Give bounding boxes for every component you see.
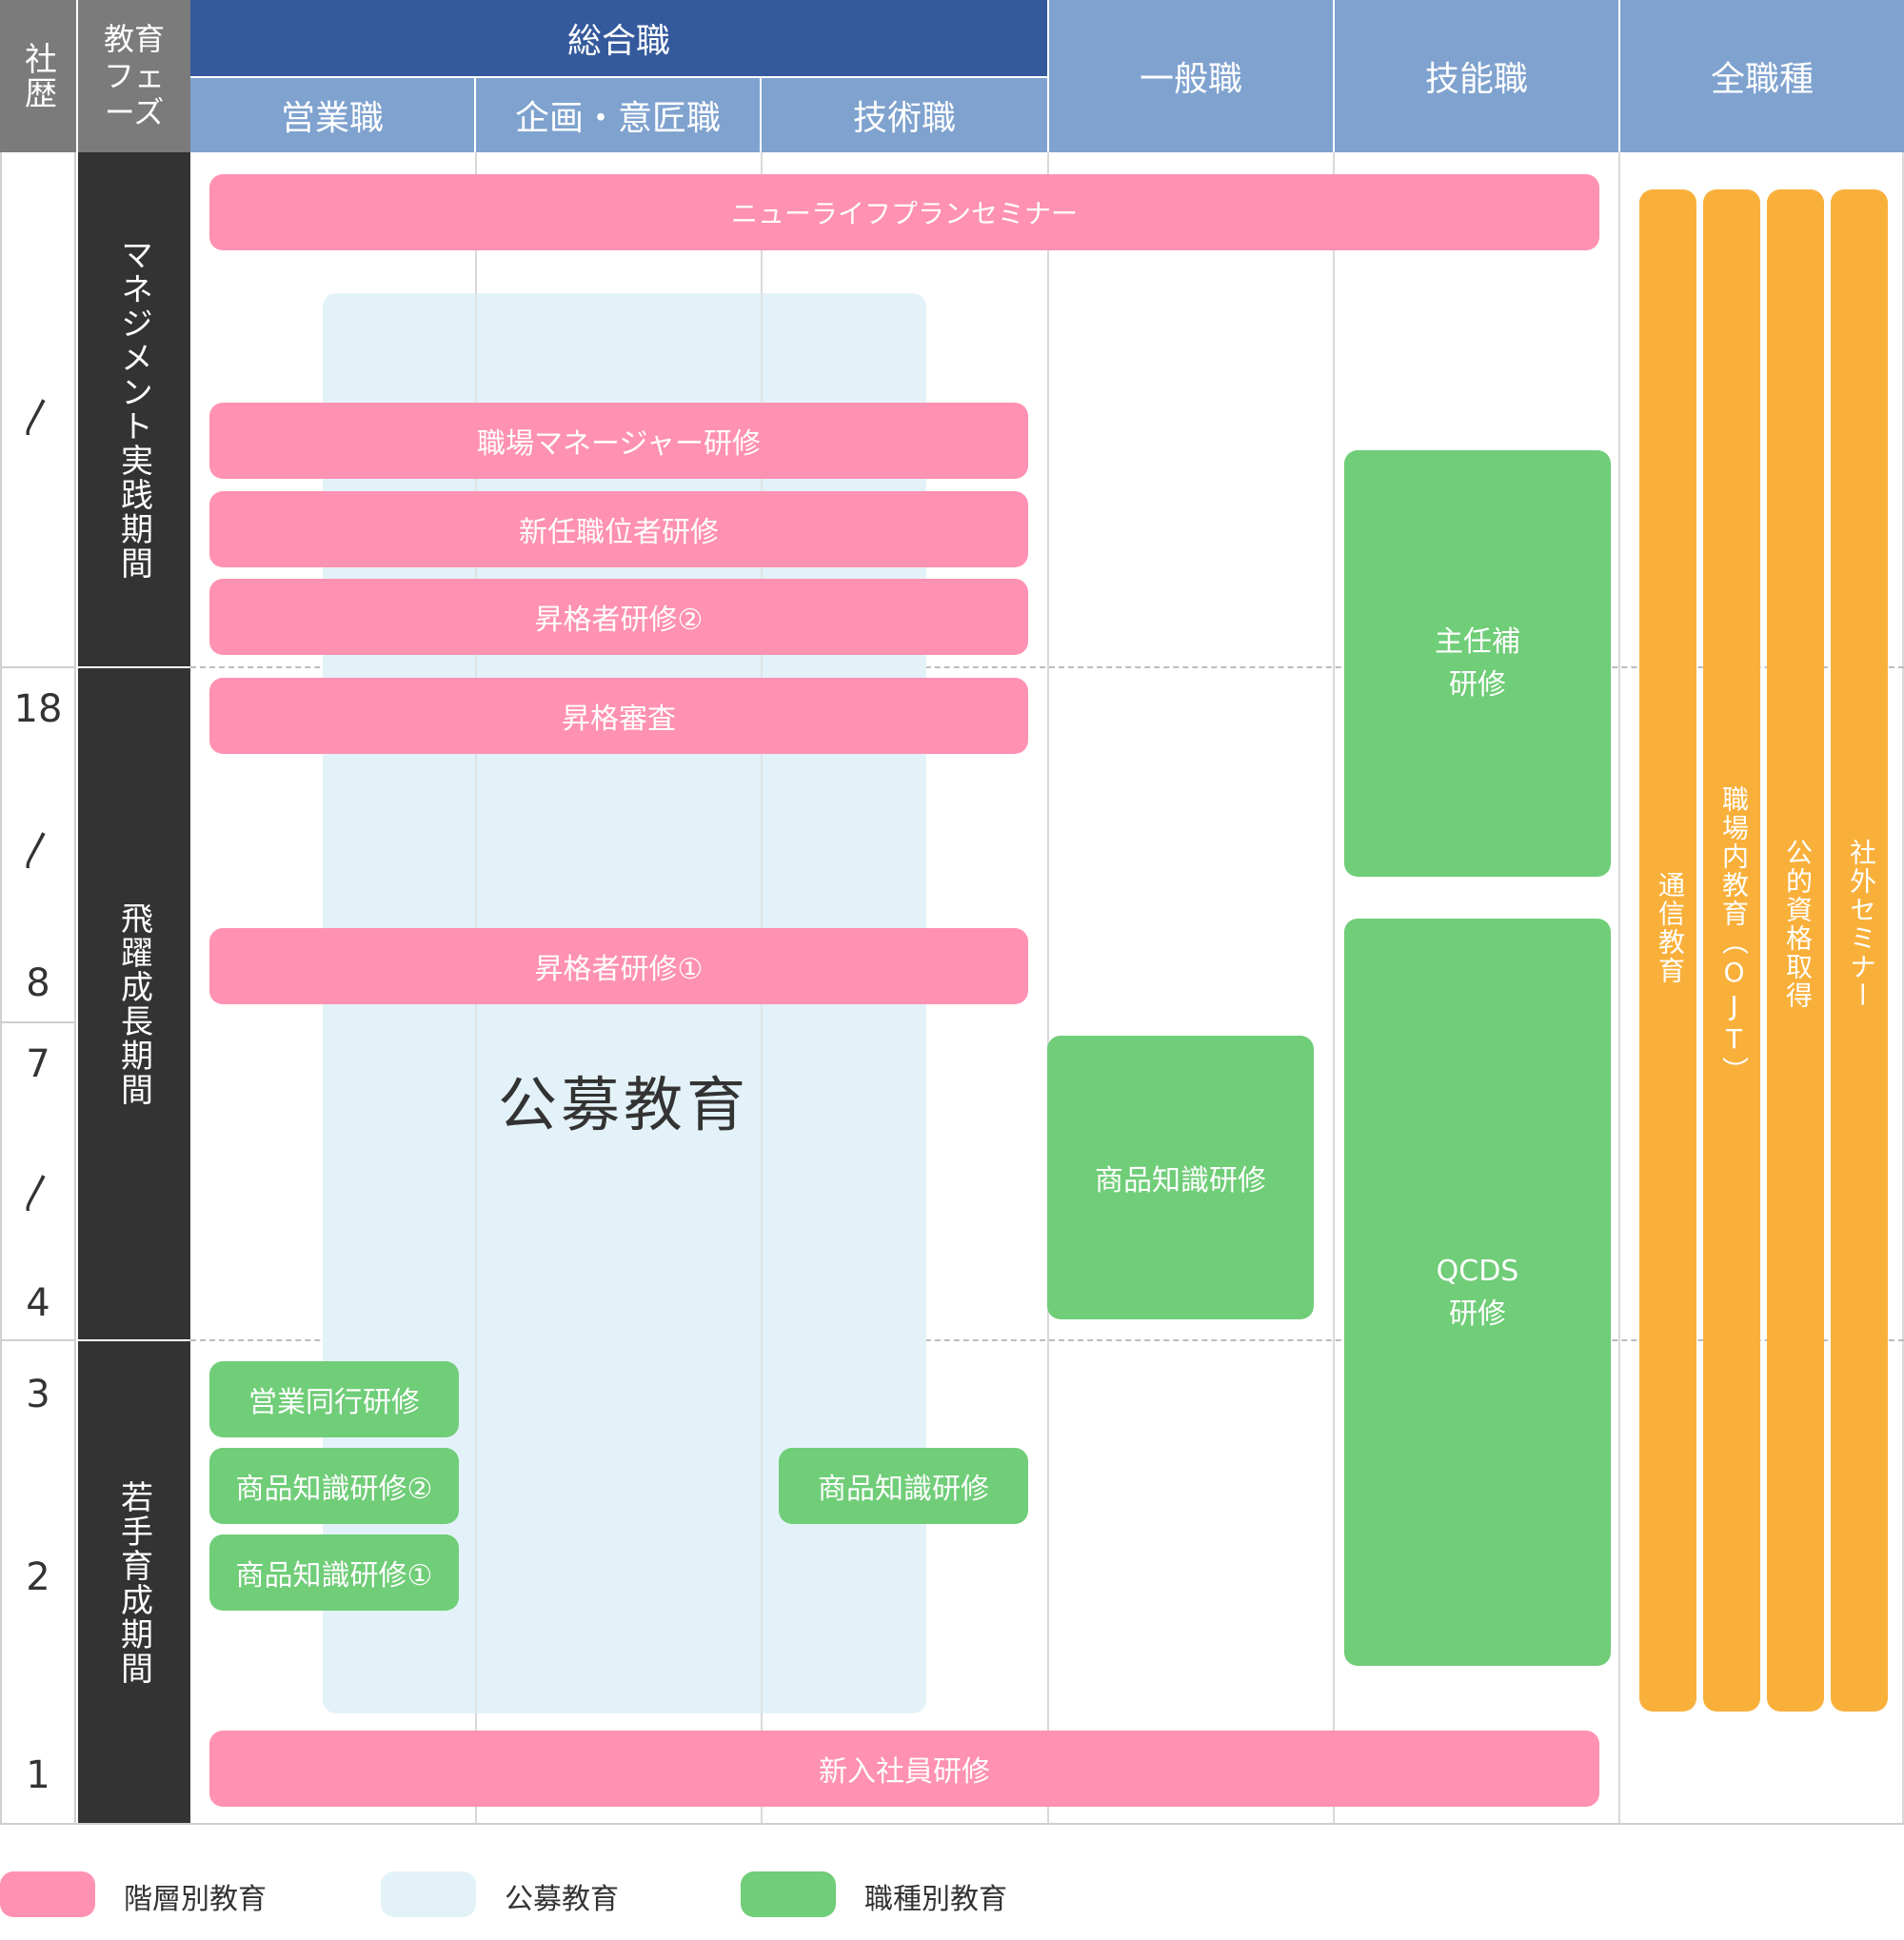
promotion-training-2: 昇格者研修②: [209, 579, 1028, 655]
ojt-bar: 職場内教育（OJT）: [1703, 189, 1760, 1712]
phase-young: 若手育成期間: [78, 1341, 190, 1825]
legend-tier-label: 階層別教育: [124, 1883, 267, 1916]
phase-boundary: [190, 666, 1904, 668]
certification-bar: 公的資格取得: [1767, 189, 1824, 1712]
legend-job-swatch: [741, 1871, 836, 1917]
legend-open-label: 公募教育: [505, 1883, 619, 1916]
phase-leap: 飛躍成長期間: [78, 668, 190, 1339]
year-tilde: 〳: [19, 1172, 57, 1216]
phase-boundary: [190, 1339, 1904, 1341]
year-8: 8: [26, 961, 50, 1005]
sales-accompany-training: 営業同行研修: [209, 1361, 459, 1437]
legend-job-label: 職種別教育: [864, 1883, 1007, 1916]
legend-tier-swatch: [0, 1871, 95, 1917]
promotion-review: 昇格審査: [209, 678, 1028, 754]
phase-header: 教育フェーズ: [78, 0, 190, 152]
year-18: 18: [13, 687, 63, 731]
qcds-training: QCDS 研修: [1344, 919, 1611, 1666]
sales-header: 営業職: [190, 78, 474, 152]
product-knowledge-training-clerical: 商品知識研修: [1047, 1036, 1314, 1319]
year-tilde: 〳: [19, 829, 57, 873]
product-knowledge-training-1: 商品知識研修①: [209, 1534, 459, 1611]
year-4: 4: [26, 1281, 50, 1325]
promotion-training-1: 昇格者研修①: [209, 928, 1028, 1004]
product-knowledge-training-2: 商品知識研修②: [209, 1448, 459, 1524]
tenure-divider-4: [0, 1339, 76, 1341]
clerical-header: 一般職: [1049, 0, 1333, 152]
grid-line: [1333, 152, 1335, 1825]
product-knowledge-training-tech: 商品知識研修: [779, 1448, 1028, 1524]
year-2: 2: [26, 1555, 50, 1599]
new-position-training: 新任職位者研修: [209, 491, 1028, 567]
all-header: 全職種: [1620, 0, 1904, 152]
general-header: 総合職: [190, 0, 1047, 76]
technical-header: 技術職: [762, 78, 1047, 152]
grid-line: [1902, 152, 1904, 1825]
grid-line: [1618, 152, 1620, 1825]
legend-open-swatch: [381, 1871, 476, 1917]
new-employee-training: 新入社員研修: [209, 1731, 1599, 1807]
grid-line: [1047, 152, 1049, 1825]
new-life-plan-seminar: ニューライフプランセミナー: [209, 174, 1599, 250]
chief-assistant-training: 主任補 研修: [1344, 450, 1611, 877]
tenure-divider-8: [0, 1021, 76, 1023]
year-tilde: 〳: [19, 396, 57, 440]
planning-header: 企画・意匠職: [476, 78, 760, 152]
year-3: 3: [26, 1373, 50, 1416]
external-seminar-bar: 社外セミナー: [1831, 189, 1888, 1712]
year-7: 7: [26, 1042, 50, 1086]
skilled-header: 技能職: [1335, 0, 1618, 152]
tenure-header: 社歴: [0, 0, 76, 152]
grid-bottom: [0, 1823, 1904, 1825]
year-1: 1: [26, 1753, 50, 1797]
phase-management: マネジメント実践期間: [78, 152, 190, 666]
tenure-column: [0, 152, 76, 1825]
tenure-divider-18: [0, 666, 76, 668]
open-recruit-label: 公募教育: [497, 1070, 749, 1139]
correspondence-education-bar: 通信教育: [1639, 189, 1696, 1712]
manager-training: 職場マネージャー研修: [209, 403, 1028, 479]
